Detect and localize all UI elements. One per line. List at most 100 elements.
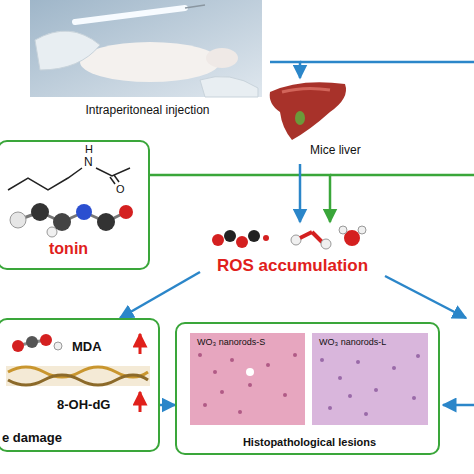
nucleus [213, 370, 217, 374]
flow-arrow [385, 276, 466, 318]
melatonin-box: tonin [0, 140, 150, 270]
nucleus [412, 396, 416, 400]
dna-strand [6, 366, 150, 386]
nucleus [293, 353, 297, 357]
molecule-atom [236, 236, 248, 248]
molecule-atom [263, 235, 269, 241]
molecule-atom [321, 239, 331, 249]
cell-nuclei [198, 353, 297, 414]
flow-arrow [160, 404, 175, 407]
skeletal-bond [96, 168, 130, 176]
node-label: tonin [49, 240, 88, 258]
nucleus [220, 390, 224, 394]
nucleus [248, 383, 252, 387]
flow-arrow [443, 404, 474, 407]
dna-ground [6, 366, 150, 386]
flow-line [300, 61, 474, 64]
atom [40, 334, 52, 346]
gallbladder [295, 111, 305, 125]
melatonin-structure [8, 168, 133, 237]
skeletal-bond [8, 168, 82, 190]
molecule-atom [248, 230, 260, 242]
gloved-hand [200, 76, 258, 97]
atom [97, 213, 115, 231]
molecule-atom [212, 234, 224, 246]
nucleus [338, 376, 342, 380]
molecule-bond [312, 232, 322, 242]
atom [54, 342, 62, 350]
molecule-atom [339, 226, 347, 234]
nucleus [238, 410, 242, 414]
nucleus [374, 388, 378, 392]
gloved-hand [35, 31, 100, 70]
damage-box: MDA 8-OH-dG e damage [0, 318, 160, 452]
node-label: Intraperitoneal injection [25, 104, 270, 118]
central-vein [246, 368, 254, 376]
atom-symbol: H [85, 143, 93, 156]
nucleus [283, 393, 287, 397]
dna-backbone [8, 375, 148, 385]
increase-arrow [139, 392, 142, 412]
node-text: Histopathological lesions [177, 436, 442, 449]
node-text: e damage [2, 431, 62, 446]
nucleus [356, 360, 360, 364]
flow-arrow [270, 62, 300, 78]
atom-symbol: O [116, 183, 125, 196]
injection-photo [30, 0, 262, 97]
atom [26, 336, 38, 348]
nucleus [364, 412, 368, 416]
syringe-needle [185, 5, 205, 8]
ros-molecules [212, 226, 366, 249]
tissue-image [312, 333, 428, 425]
node-label: ROS accumulation [200, 256, 385, 276]
nucleus [230, 358, 234, 362]
atom [47, 227, 57, 237]
liver-icon [270, 82, 346, 140]
mouse-body [80, 42, 220, 82]
injection-panel: Intraperitoneal injection [25, 0, 270, 128]
molecule-atom [224, 230, 236, 242]
liver-highlight [282, 88, 330, 92]
nucleus [266, 363, 270, 367]
liver-shape [270, 82, 346, 140]
molecule-bond [300, 232, 312, 238]
mda-molecule [12, 334, 62, 352]
tissue-image [190, 333, 305, 425]
histology-box: WO₃ nanorods-S WO₃ nanorods-L Histopatholo… [175, 322, 440, 455]
nucleus [416, 354, 420, 358]
atom-symbol: N [84, 156, 93, 170]
skeletal-bond [110, 177, 115, 184]
atom [119, 205, 133, 219]
nucleus [392, 366, 396, 370]
molecule-atom [358, 226, 366, 234]
node-label: Mice liver [310, 144, 361, 158]
mouse-head [206, 48, 238, 68]
liver-node: Mice liver [262, 78, 390, 164]
increase-arrow [139, 334, 142, 354]
nucleus [320, 358, 324, 362]
atom [10, 212, 26, 228]
nucleus [348, 394, 352, 398]
flow-arrow [120, 272, 200, 318]
nucleus [198, 353, 202, 357]
node-text: WO₃ nanorods-S [197, 337, 265, 347]
syringe [75, 8, 185, 22]
atom [31, 203, 49, 221]
flow-arrow [150, 175, 330, 222]
cell-nuclei [320, 354, 420, 416]
skeletal-bond [114, 175, 119, 182]
node-text: MDA [72, 340, 102, 355]
nucleus [203, 403, 207, 407]
photo-ground [30, 0, 262, 97]
micrograph-large [312, 333, 428, 425]
ros-node: ROS accumulation [200, 222, 385, 280]
flow-line [330, 174, 474, 177]
node-text: WO₃ nanorods-L [319, 337, 386, 347]
node-text: 8-OH-dG [57, 398, 110, 413]
atom [76, 204, 92, 220]
flow-arrow [299, 164, 302, 222]
atom [12, 340, 24, 352]
nucleus [328, 406, 332, 410]
micrograph-small [190, 333, 305, 425]
